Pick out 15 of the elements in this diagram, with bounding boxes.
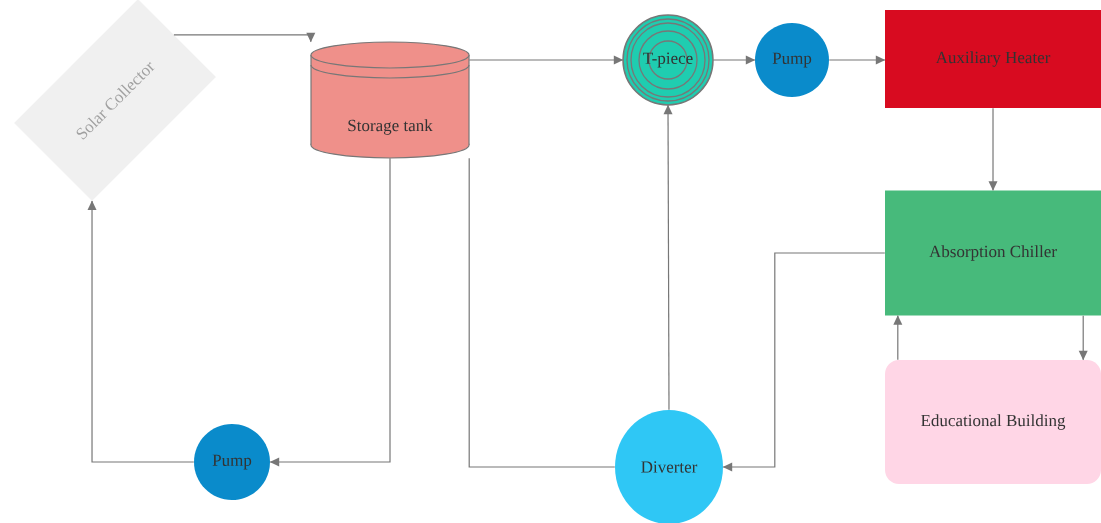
arrow bbox=[988, 107, 998, 191]
arrow bbox=[87, 200, 195, 463]
arrow bbox=[468, 55, 624, 65]
arrow bbox=[663, 104, 673, 411]
chiller-box: Absorption Chiller bbox=[885, 190, 1101, 316]
arrow bbox=[712, 55, 756, 65]
building-box: Educational Building bbox=[885, 360, 1101, 484]
arrow bbox=[173, 32, 316, 43]
arrow bbox=[722, 252, 886, 472]
arrow bbox=[828, 55, 886, 65]
heater-box: Auxiliary Heater bbox=[885, 10, 1101, 108]
storage-tank-cylinder: Storage tank bbox=[310, 41, 470, 159]
arrow bbox=[1078, 315, 1088, 361]
arrow bbox=[269, 157, 391, 467]
arrow bbox=[893, 315, 903, 361]
